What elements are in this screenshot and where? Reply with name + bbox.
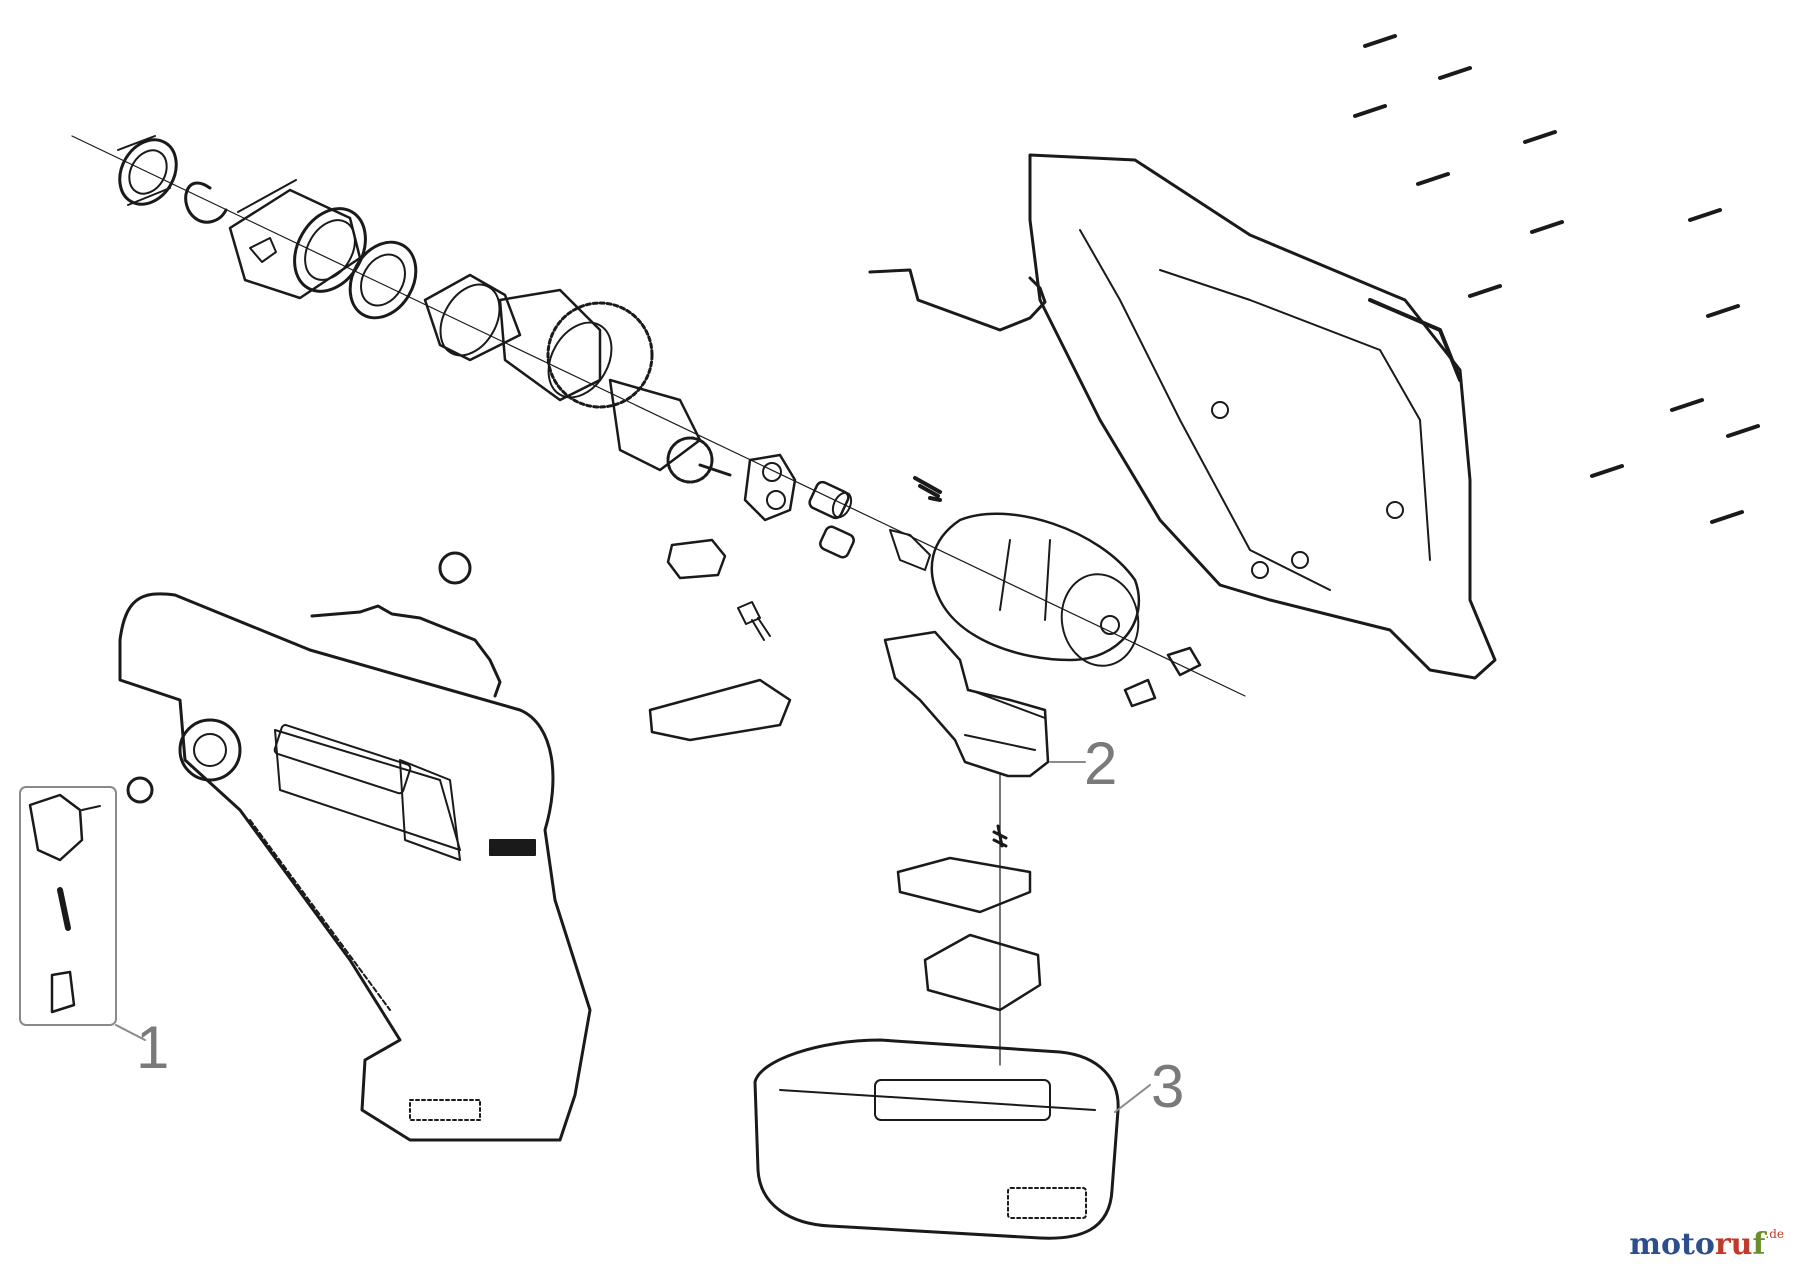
watermark-part-b: ru [1714,1227,1753,1262]
rear-housing [1028,153,1497,680]
screw-icon [1416,172,1450,186]
trigger-switch-icon [883,630,1050,778]
screw-icon [1706,304,1740,318]
small-bearing [819,525,855,559]
screw-icon [1670,398,1704,412]
screw-icon [913,476,942,502]
terminal-plate [896,856,1032,914]
bearing [808,480,853,520]
gear-icon [546,301,654,409]
bearing-plate [743,453,797,522]
chuck-nut [117,135,178,206]
callout-number-1: 1 [136,1014,170,1081]
switch-assembly [19,776,154,1026]
led-icon [737,601,771,641]
circlip [438,551,472,585]
chuck-sleeve [228,179,367,300]
washer [348,240,418,320]
site-watermark: motoruf.de [1629,1227,1784,1262]
callout-number-3: 3 [1151,1053,1185,1120]
callout-leader-1 [115,1024,146,1041]
screw-icon [1438,66,1472,80]
retaining-clip [184,181,228,224]
drive-axis-line [71,135,1246,697]
screw-icon [1688,208,1722,222]
terminal-block [923,933,1042,1012]
battery-icon [753,1038,1120,1240]
watermark-tld: .de [1765,1227,1784,1241]
screw-icon [1590,464,1624,478]
watermark-part-c: f [1752,1227,1766,1262]
screw-icon [1530,220,1564,234]
screw-icon [1523,130,1557,144]
cover-plate [648,678,792,742]
spindle-assembly [423,273,732,484]
spring-wire-upper [868,268,1047,332]
brush-holder [1123,646,1202,708]
callout-leader-3 [1114,1084,1151,1113]
watermark-part-a: moto [1629,1227,1715,1262]
screw-icon [1468,284,1502,298]
screw-icon [1726,424,1760,438]
callout-number-2: 2 [1084,730,1118,797]
screw-icon [1363,34,1397,48]
clip-block [666,538,727,580]
screw-icon [1710,510,1744,524]
screw-icon [1353,104,1387,118]
motor-icon [889,512,1141,667]
spring-wire-lower [310,604,502,698]
housing-icon [118,592,592,1142]
